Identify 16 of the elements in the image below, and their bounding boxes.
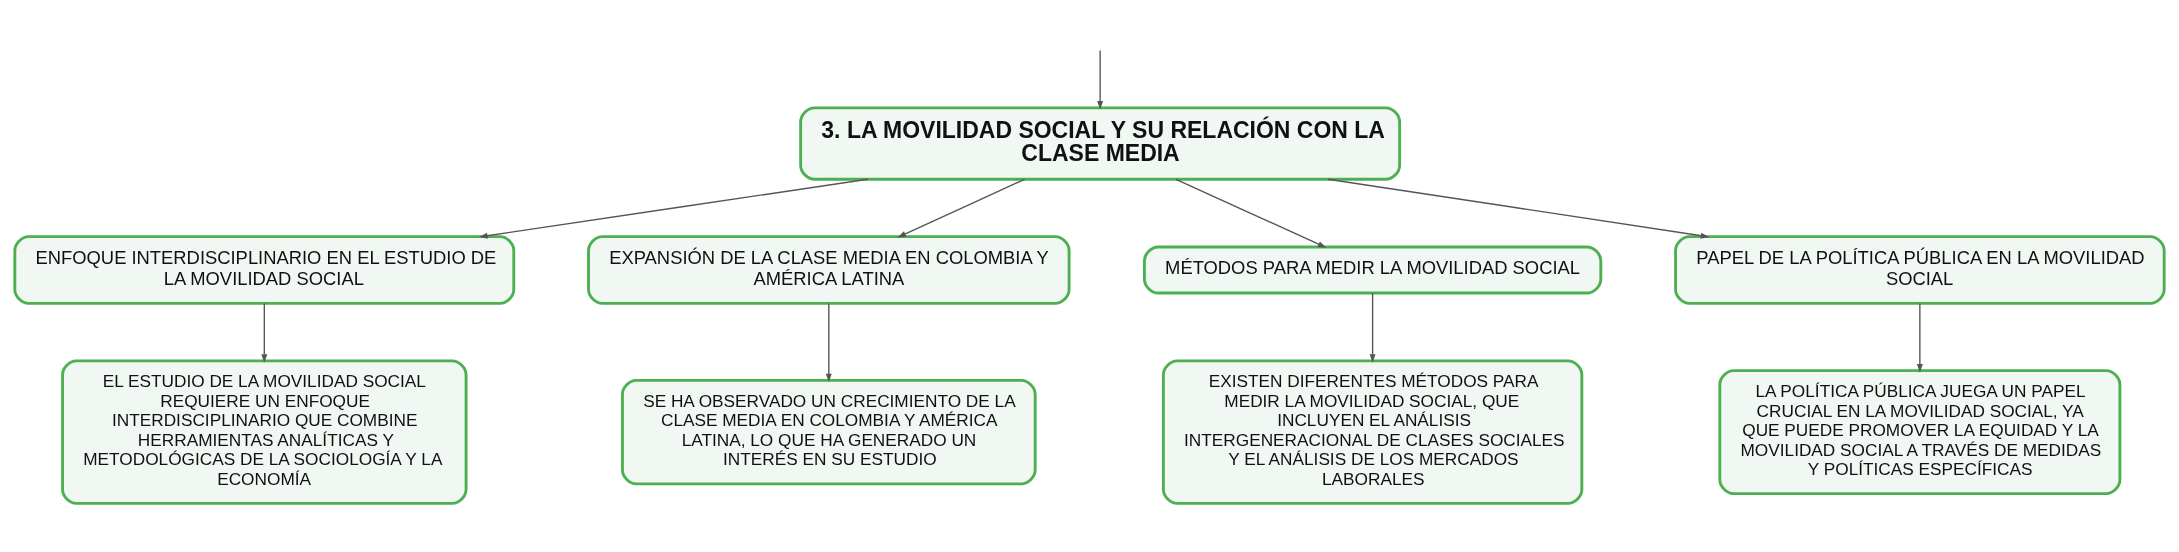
node-box: MÉTODOS PARA MEDIR LA MOVILIDAD SOCIAL [1142,245,1603,294]
node-box: 3. LA MOVILIDAD SOCIAL Y SU RELACIÓN CON LA CLASE MEDIA [799,105,1402,181]
node-box: EL ESTUDIO DE LA MOVILIDAD SOCIAL REQUIERE UN ENFOQUE INTERDISCIPLINARIO QUE COMBINE HERRAMIENTAS ANALÍTICAS Y METODOLÓGICAS DE LA SOCIOLOGÍA Y LA ECONOMÍA [61,358,468,505]
arrow [1327,178,1710,239]
arrow [1097,49,1104,110]
arrow [261,302,268,363]
node-box: EXPANSIÓN DE LA CLASE MEDIA EN COLOMBIA Y AMÉRICA LATINA [587,234,1071,305]
node-box: LA POLÍTICA PÚBLICA JUEGA UN PAPEL CRUCIAL EN LA MOVILIDAD SOCIAL, YA QUE PUEDE PROMOVER LA EQUIDAD Y LA MOVILIDAD SOCIAL A TRAVÉS DE MEDIDAS Y POLÍTICAS ESPECÍFICAS [1718,368,2122,495]
node-box: SE HA OBSERVADO UN CRECIMIENTO DE LA CLASE MEDIA EN COLOMBIA Y AMÉRICA LATINA, LO QUE HA GENERADO UN INTERÉS EN SU ESTUDIO [621,378,1037,485]
arrow [1369,291,1376,363]
node-box: EXISTEN DIFERENTES MÉTODOS PARA MEDIR LA MOVILIDAD SOCIAL, QUE INCLUYEN EL ANÁLISIS INTERGENERACIONAL DE CLASES SOCIALES Y EL ANÁLISIS DE LOS MERCADOS LABORALES [1161,358,1584,505]
arrow [825,302,832,382]
arrow [479,178,869,239]
arrow [1175,178,1327,248]
arrow [897,178,1026,237]
arrow [1916,302,1923,373]
